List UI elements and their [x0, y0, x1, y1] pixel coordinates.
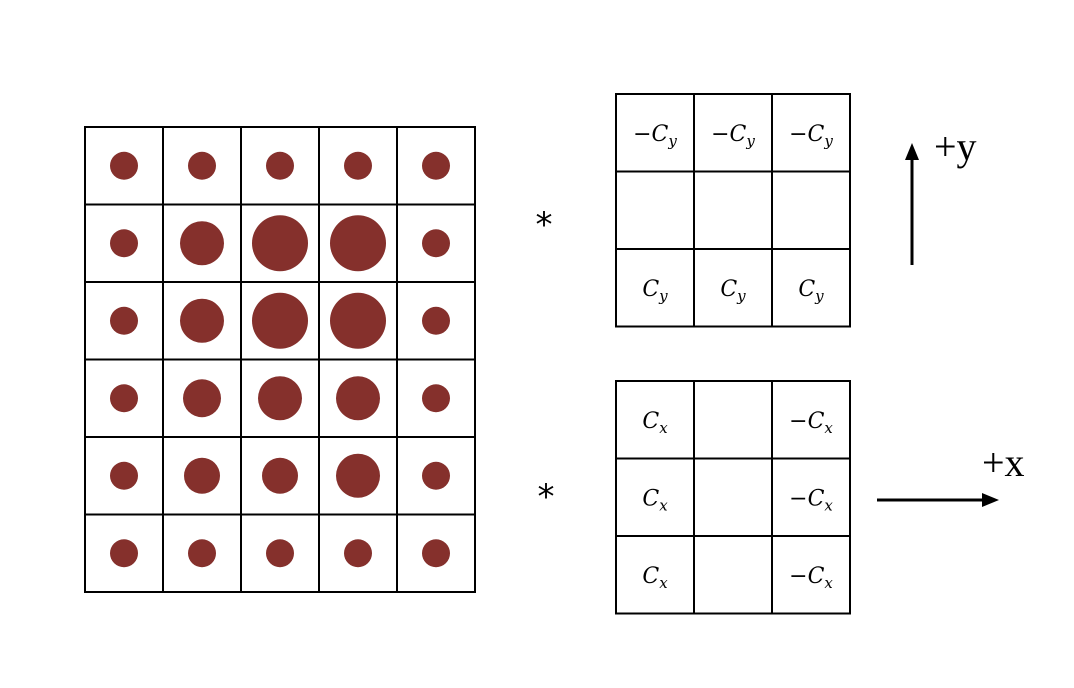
image-pixel-dot	[252, 215, 308, 272]
image-pixel-dot	[422, 539, 450, 568]
kernel-x-border	[615, 380, 851, 615]
kernel-x-coefficient: Cx	[642, 564, 668, 592]
image-pixel-dot	[262, 457, 298, 494]
image-pixel-dot	[184, 457, 220, 494]
image-pixel-dot	[422, 151, 450, 180]
image-pixel-dot	[422, 306, 450, 335]
y-axis-label: +y	[934, 124, 977, 169]
image-pixel-dot	[110, 539, 138, 568]
kernel-y-coefficient: Cy	[798, 277, 824, 305]
convolution-operator-top: *	[536, 205, 553, 245]
image-pixel-dot	[110, 229, 138, 258]
kernel-y-coefficient: −Cy	[789, 122, 833, 150]
kernel-y-coefficient: Cy	[642, 277, 668, 305]
kernel-x-coefficient: Cx	[642, 486, 668, 514]
image-pixel-dot	[110, 306, 138, 335]
image-pixel-dot	[344, 539, 372, 568]
image-pixel-dot	[336, 453, 380, 498]
image-pixel-dot	[330, 215, 386, 272]
image-pixel-dot	[110, 461, 138, 490]
kernel-x-coefficient: Cx	[642, 409, 668, 437]
image-pixel-dot	[266, 539, 294, 568]
image-pixel-dot	[188, 539, 216, 568]
image-pixel-dot	[183, 379, 221, 418]
image-pixel-dot	[110, 151, 138, 180]
image-pixel-dot	[180, 221, 224, 266]
image-pixel-dot	[422, 229, 450, 258]
image-pixel-dot	[180, 298, 224, 343]
y-arrow-head-icon	[905, 143, 919, 160]
kernel-x-coefficient: −Cx	[789, 564, 833, 592]
kernel-x-coefficient: −Cx	[789, 409, 833, 437]
x-axis-arrow	[877, 493, 999, 507]
convolution-operator-bottom: *	[538, 477, 555, 517]
image-pixel-dot	[110, 384, 138, 413]
kernel-x-coefficient: −Cx	[789, 486, 833, 514]
image-pixel-dot	[330, 292, 386, 349]
image-grid	[84, 126, 476, 593]
image-pixel-dot	[252, 292, 308, 349]
image-pixel-dot	[422, 461, 450, 490]
image-pixel-dot	[266, 151, 294, 180]
kernel-y-coefficient: Cy	[720, 277, 746, 305]
image-pixel-dot	[344, 151, 372, 180]
kernel-y-coefficient: −Cy	[633, 122, 677, 150]
image-pixel-dot	[258, 376, 302, 421]
x-axis-label: +x	[982, 440, 1025, 485]
y-axis-arrow	[905, 143, 919, 265]
kernel-y-coefficient: −Cy	[711, 122, 755, 150]
image-pixel-dot	[188, 151, 216, 180]
image-pixel-dot	[336, 376, 380, 421]
image-pixel-dot	[422, 384, 450, 413]
x-arrow-head-icon	[982, 493, 999, 507]
kernel-y-border	[615, 93, 851, 328]
